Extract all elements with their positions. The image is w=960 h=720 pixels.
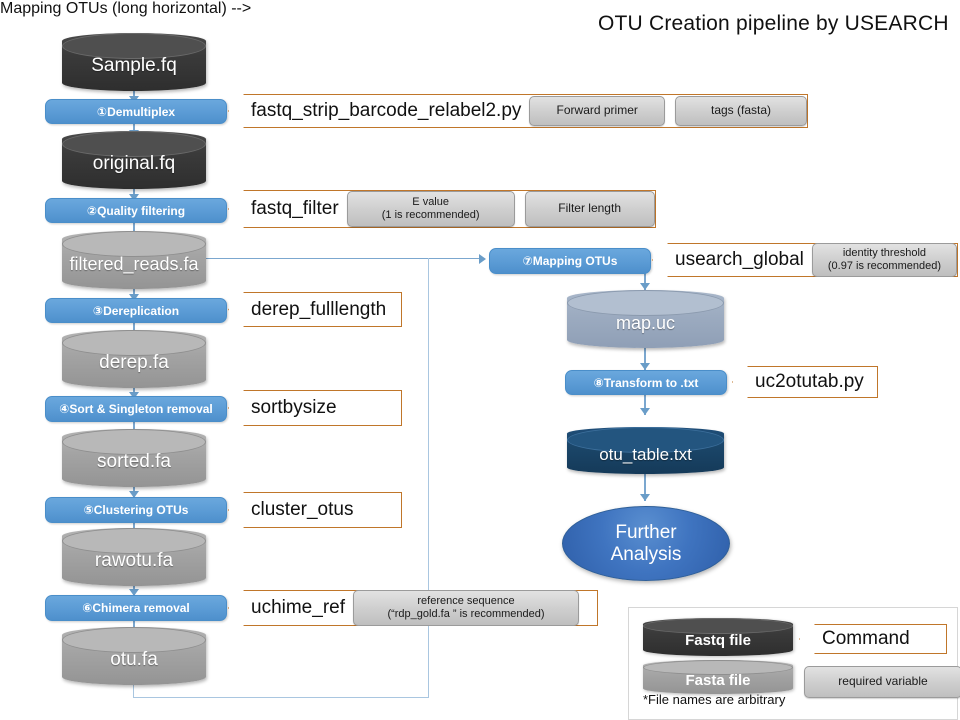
file-node-filtered-reads-fa: filtered_reads.fa xyxy=(62,231,206,289)
arrowhead-mapuc xyxy=(640,283,650,290)
command-usearch-global[interactable]: usearch_global identity threshold (0.97 … xyxy=(652,243,958,277)
variable-label: E value (1 is recommended) xyxy=(381,196,480,221)
command-fastq-strip-barcode-relabel2[interactable]: fastq_strip_barcode_relabel2.py Forward … xyxy=(228,94,808,128)
command-fastq-filter[interactable]: fastq_filter E value (1 is recommended) … xyxy=(228,190,656,228)
variable-filter-length[interactable]: Filter length xyxy=(524,191,655,227)
step-label: ⑤Clustering OTUs xyxy=(83,503,189,517)
step-quality-filtering[interactable]: ②Quality filtering xyxy=(45,198,227,223)
connector-mapuc-to-step8 xyxy=(644,348,646,370)
connector-step2-to-filtered xyxy=(133,221,135,239)
file-node-otu-fa: otu.fa xyxy=(62,627,206,685)
step-clustering-otus[interactable]: ⑤Clustering OTUs xyxy=(45,497,227,523)
command-name: derep_fulllength xyxy=(251,298,387,320)
file-node-map-uc: map.uc xyxy=(567,290,724,348)
connector-mapping-to-mapuc xyxy=(644,272,646,290)
page-title: OTU Creation pipeline by USEARCH xyxy=(598,12,949,35)
legend-command-shape: Command xyxy=(799,624,947,654)
command-name: uc2otutab.py xyxy=(755,371,864,392)
variable-tags-fasta[interactable]: tags (fasta) xyxy=(675,96,807,126)
legend-fastq-cylinder: Fastq file xyxy=(643,618,793,656)
connector-step4-to-sorted xyxy=(133,420,135,436)
connector-step8-to-otutable xyxy=(644,393,646,415)
command-sortbysize[interactable]: sortbysize xyxy=(228,390,402,426)
command-name: uchime_ref xyxy=(251,597,345,618)
connector-step1-to-original xyxy=(133,121,135,137)
further-analysis-label: Further Analysis xyxy=(610,521,682,565)
connector-otu-right xyxy=(133,697,429,698)
file-node-sample-fq: Sample.fq xyxy=(62,33,206,91)
file-node-otu-table-txt: otu_table.txt xyxy=(567,427,724,474)
step-mapping-otus[interactable]: ⑦Mapping OTUs xyxy=(489,248,651,274)
variable-reference-sequence[interactable]: reference sequence (“rdp_gold.fa ” is re… xyxy=(353,590,579,626)
cylinder-cap xyxy=(643,660,793,675)
command-name: usearch_global xyxy=(675,249,804,270)
legend-variable-label: required variable xyxy=(838,674,928,689)
variable-identity-threshold[interactable]: identity threshold (0.97 is recommended) xyxy=(811,243,957,277)
arrowhead-step3 xyxy=(129,294,139,301)
step-label: ④Sort & Singleton removal xyxy=(59,402,213,416)
variable-e-value[interactable]: E value (1 is recommended) xyxy=(346,191,515,227)
variable-label: reference sequence (“rdp_gold.fa ” is re… xyxy=(387,595,545,620)
step-demultiplex[interactable]: ①Demultiplex xyxy=(45,99,227,124)
legend-fasta-cylinder: Fasta file xyxy=(643,660,793,694)
arrowhead-further xyxy=(640,494,650,501)
connector-filtered-to-mapping xyxy=(206,258,481,259)
arrowhead-step2 xyxy=(129,194,139,201)
step-label: ⑥Chimera removal xyxy=(82,601,190,615)
step-label: ⑦Mapping OTUs xyxy=(522,254,618,268)
command-name: cluster_otus xyxy=(251,499,354,520)
file-node-rawotu-fa: rawotu.fa xyxy=(62,528,206,586)
command-cluster-otus[interactable]: cluster_otus xyxy=(228,492,402,528)
variable-forward-primer[interactable]: Forward primer xyxy=(529,96,666,126)
file-node-derep-fa: derep.fa xyxy=(62,330,206,388)
variable-label: Filter length xyxy=(558,201,621,216)
legend-note: *File names are arbitrary xyxy=(643,692,786,707)
arrowhead-step4 xyxy=(129,392,139,399)
variable-label: Forward primer xyxy=(556,103,638,118)
command-name: sortbysize xyxy=(251,397,337,418)
step-transform-to-txt[interactable]: ⑧Transform to .txt xyxy=(565,370,727,395)
arrowhead-step8 xyxy=(640,363,650,370)
file-node-sorted-fa: sorted.fa xyxy=(62,429,206,487)
connector-step3-to-derep xyxy=(133,321,135,337)
connector-otu-down xyxy=(133,683,134,697)
legend-panel: Fastq file Fasta file Command required v… xyxy=(628,607,960,720)
arrowhead-mapping xyxy=(479,254,486,264)
arrowhead-step6 xyxy=(129,589,139,596)
connector-otutable-to-further xyxy=(644,474,646,501)
step-label: ②Quality filtering xyxy=(86,203,186,218)
variable-label: identity threshold (0.97 is recommended) xyxy=(827,247,941,272)
command-name: fastq_filter xyxy=(251,198,339,219)
step-chimera-removal[interactable]: ⑥Chimera removal xyxy=(45,595,227,621)
cylinder-cap xyxy=(643,618,793,634)
file-node-original-fq: original.fq xyxy=(62,131,206,189)
connector-otu-up xyxy=(428,258,429,698)
command-uc2otutab[interactable]: uc2otutab.py xyxy=(732,366,878,398)
command-name: fastq_strip_barcode_relabel2.py xyxy=(251,100,522,121)
variable-label: tags (fasta) xyxy=(710,103,772,118)
arrowhead-step5 xyxy=(129,491,139,498)
command-uchime-ref[interactable]: uchime_ref reference sequence (“rdp_gold… xyxy=(228,590,598,626)
step-label: ⑧Transform to .txt xyxy=(593,375,699,390)
further-analysis-node: Further Analysis xyxy=(562,506,730,581)
step-label: ③Dereplication xyxy=(92,303,180,318)
command-derep-fulllength[interactable]: derep_fulllength xyxy=(228,292,402,327)
arrowhead-otutable xyxy=(640,408,650,415)
legend-variable-shape: required variable xyxy=(804,666,960,698)
step-sort-singleton-removal[interactable]: ④Sort & Singleton removal xyxy=(45,396,227,422)
legend-command-label: Command xyxy=(822,628,910,649)
step-label: ①Demultiplex xyxy=(96,104,176,119)
step-dereplication[interactable]: ③Dereplication xyxy=(45,298,227,323)
